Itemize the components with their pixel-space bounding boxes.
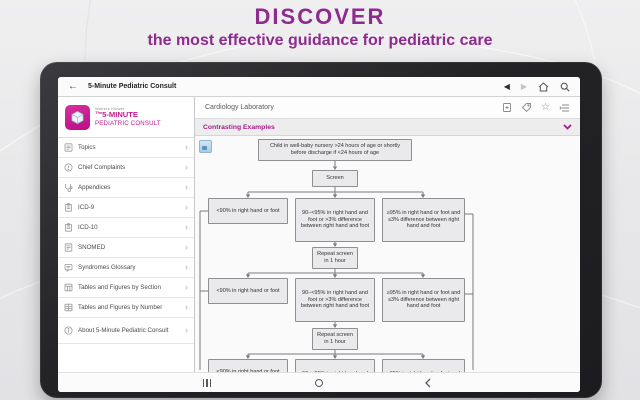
sidebar-item-chief-complaints[interactable]: Chief Complaints › [58,158,194,178]
icd-10-icon [64,223,72,232]
sidebar: Wolters Kluwer The5-MINUTE PEDIATRIC CON… [58,97,195,372]
flowchart-box-mid-2: 90–<95% in right hand and foot or >3% di… [295,278,375,322]
sidebar-item-icd-9[interactable]: ICD-9 › [58,198,194,218]
topbar-actions: ◀ ▶ [503,81,570,92]
icd-9-icon [64,203,72,212]
sidebar-item-snomed[interactable]: SNOMED › [58,238,194,258]
recent-apps-icon[interactable] [197,373,217,392]
section-title: Contrasting Examples [203,123,275,131]
snomed-icon [64,243,73,252]
back-arrow-icon[interactable]: ← [68,80,78,92]
flowchart-connectors [199,161,474,370]
chief-complaints-icon [64,163,73,172]
brand-prefix: The [95,110,103,116]
sidebar-nav-list: Topics › Chief Complaints › Appendices › [58,138,194,344]
banner-title: DISCOVER [254,4,386,29]
tag-icon[interactable] [521,102,532,113]
sidebar-item-tables-by-section[interactable]: Tables and Figures by Section › [58,278,194,298]
sidebar-item-label: SNOMED [78,243,106,251]
android-navbar [58,372,580,392]
app-title: 5-Minute Pediatric Consult [88,83,177,90]
flowchart-box-mid-3: 90–<95% in right hand and foot or >3% di… [295,359,375,372]
chevron-right-icon: › [185,262,188,272]
banner-subtitle: the most effective guidance for pediatri… [147,32,493,49]
nav-back-icon[interactable]: ◀ [503,81,510,91]
sidebar-item-label: ICD-10 [78,223,98,231]
sidebar-item-about[interactable]: About 5-Minute Pediatric Consult › [58,318,194,344]
app-top-bar: ← 5-Minute Pediatric Consult ◀ ▶ [58,77,580,97]
topics-icon [64,143,73,152]
flowchart-box-start: Child in well-baby nursery >24 hours of … [258,139,412,161]
sidebar-item-label: ICD-9 [78,203,95,211]
app-brand: Wolters Kluwer The5-MINUTE PEDIATRIC CON… [58,97,194,138]
sidebar-item-label: Tables and Figures by Number [78,303,163,311]
brand-line1: The5-MINUTE [95,110,138,120]
star-icon[interactable]: ☆ [541,101,550,113]
app-logo [65,104,90,130]
flowchart-area: Child in well-baby nursery >24 hours of … [195,136,580,372]
chevron-right-icon: › [185,142,188,152]
flowchart-box-repeat-1: Repeat screen in 1 hour [312,247,358,269]
chevron-right-icon: › [185,242,188,252]
sidebar-item-label: Syndromes Glossary [78,263,136,271]
tables-section-icon [64,283,73,292]
sidebar-item-tables-by-number[interactable]: Tables and Figures by Number › [58,298,194,318]
chevron-right-icon: › [185,162,188,172]
flowchart-box-repeat-2: Repeat screen in 1 hour [312,328,358,350]
sidebar-item-label: Topics [78,143,96,151]
flowchart-box-low-3: <90% in right hand or foot [208,359,288,372]
about-info-icon [64,326,73,335]
brand-text: Wolters Kluwer The5-MINUTE PEDIATRIC CON… [95,105,161,128]
back-chevron-icon[interactable] [418,373,438,392]
sidebar-item-label: Appendices [78,183,111,191]
home-circle-icon[interactable] [309,373,329,392]
flowchart-box-high-2: ≥95% in right hand or foot and ≤3% diffe… [382,278,465,322]
flowchart-box-low-2: <90% in right hand or foot [208,278,288,304]
syndromes-glossary-icon [64,263,73,272]
tables-number-icon [64,303,73,312]
sidebar-item-syndromes-glossary[interactable]: Syndromes Glossary › [58,258,194,278]
content-header: Cardiology Laboratory ☆ [195,97,580,119]
chevron-right-icon: › [185,282,188,292]
sidebar-item-icd-10[interactable]: ICD-10 › [58,218,194,238]
nav-forward-icon[interactable]: ▶ [520,81,527,91]
flowchart-box-screen: Screen [312,170,358,187]
search-icon[interactable] [560,82,570,92]
page-title: Cardiology Laboratory [205,104,274,111]
cube-icon [71,110,84,124]
flowchart-box-high-1: ≥95% in right hand or foot and ≤3% diffe… [382,198,465,242]
section-contrasting-examples[interactable]: Contrasting Examples [195,119,580,136]
screen-body: Wolters Kluwer The5-MINUTE PEDIATRIC CON… [58,97,580,372]
figure-thumbnail-icon[interactable] [199,140,212,153]
sidebar-item-appendices[interactable]: Appendices › [58,178,194,198]
brand-line2: PEDIATRIC CONSULT [95,120,161,128]
tablet-device: ← 5-Minute Pediatric Consult ◀ ▶ [40,62,602,398]
chevron-down-icon [563,124,572,130]
flowchart-box-high-3: ≥95% in right hand or foot and ≤3% diffe… [382,359,465,372]
note-add-icon[interactable] [502,102,512,113]
chevron-right-icon: › [185,202,188,212]
content-header-actions: ☆ [502,102,570,113]
sidebar-item-label: Tables and Figures by Section [78,283,161,291]
sidebar-item-topics[interactable]: Topics › [58,138,194,158]
sidebar-item-label: Chief Complaints [78,163,126,171]
appendices-icon [65,184,73,192]
home-icon[interactable] [538,81,549,92]
chevron-right-icon: › [185,182,188,192]
tablet-screen: ← 5-Minute Pediatric Consult ◀ ▶ [58,77,580,392]
promo-banner: DISCOVER the most effective guidance for… [0,4,640,50]
chevron-right-icon: › [185,325,188,335]
flowchart-box-low-1: <90% in right hand or foot [208,198,288,224]
outline-list-icon[interactable] [559,103,570,113]
brand-publisher: Wolters Kluwer [95,105,125,111]
flowchart-box-mid-1: 90–<95% in right hand and foot or >3% di… [295,198,375,242]
chevron-right-icon: › [185,302,188,312]
content-pane: Cardiology Laboratory ☆ Contrasting Exam… [195,97,580,372]
chevron-right-icon: › [185,222,188,232]
sidebar-item-label: About 5-Minute Pediatric Consult [78,326,169,334]
